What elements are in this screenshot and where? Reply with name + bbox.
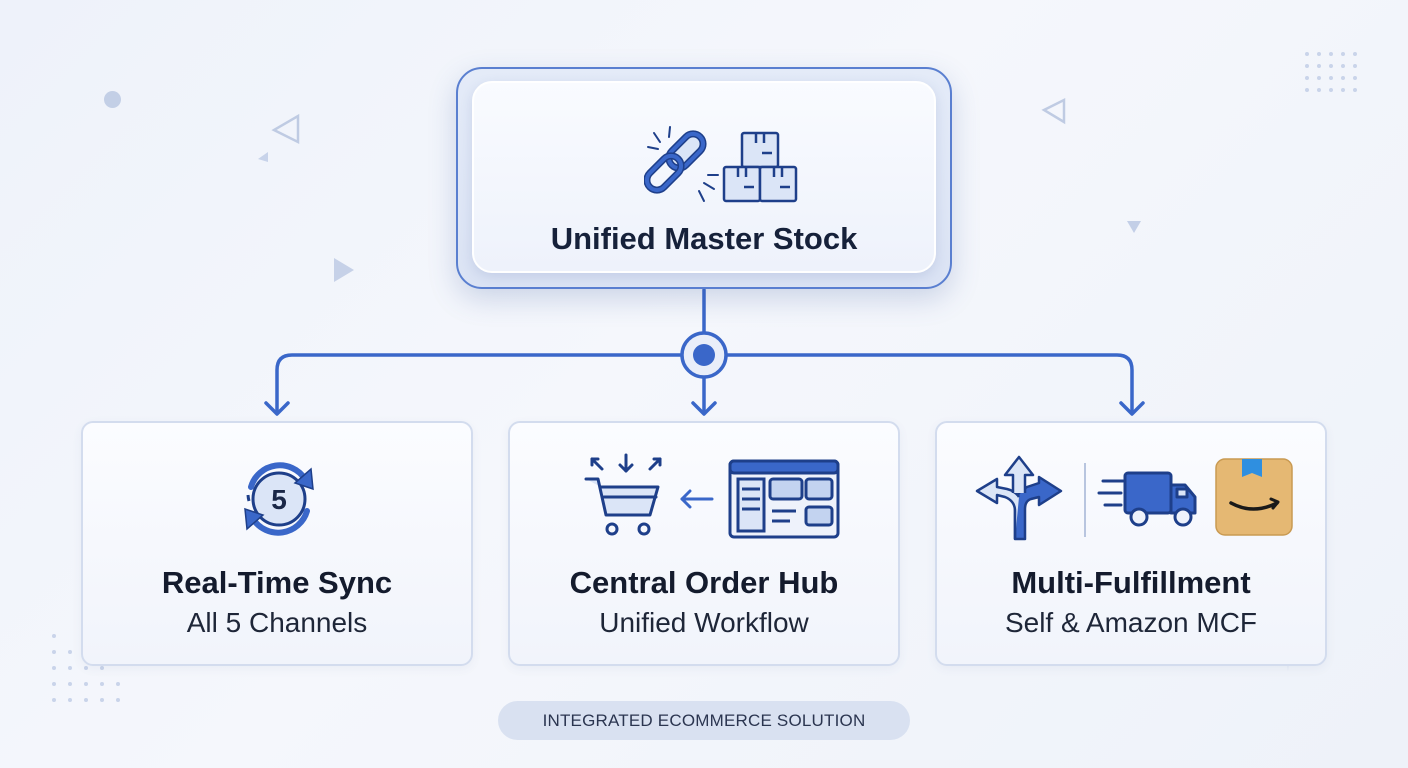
decorative-triangle-icon bbox=[258, 152, 268, 162]
card-subtitle: Unified Workflow bbox=[599, 607, 809, 638]
decorative-triangle-icon bbox=[334, 258, 354, 282]
shopping-cart-icon bbox=[584, 453, 662, 536]
decorative-triangle-icon bbox=[271, 113, 300, 145]
card-central-order-hub: Central Order Hub Unified Workflow bbox=[508, 421, 900, 666]
decorative-triangle-icon bbox=[1041, 97, 1066, 125]
stacked-boxes-icon bbox=[722, 131, 798, 203]
card-title: Central Order Hub bbox=[569, 565, 839, 600]
decorative-dot-grid bbox=[52, 634, 120, 702]
master-stock-inner-panel: Unified Master Stock bbox=[472, 81, 936, 273]
fulfillment-icons bbox=[975, 455, 1293, 541]
sync-cycle-icon: 5 bbox=[244, 462, 314, 536]
amazon-package-icon bbox=[1215, 458, 1293, 536]
decorative-dot-grid bbox=[1305, 52, 1357, 92]
delivery-truck-icon bbox=[1097, 471, 1197, 527]
footer-badge: INTEGRATED ECOMMERCE SOLUTION bbox=[498, 701, 910, 740]
link-icon bbox=[644, 126, 719, 202]
split-arrows-icon bbox=[975, 455, 1063, 541]
card-multi-fulfillment: Multi-Fulfillment Self & Amazon MCF bbox=[935, 421, 1327, 666]
master-stock-title: Unified Master Stock bbox=[550, 221, 858, 256]
master-stock-node: Unified Master Stock bbox=[456, 67, 952, 289]
master-icons bbox=[644, 126, 798, 203]
card-title: Real-Time Sync bbox=[161, 565, 393, 600]
card-subtitle: Self & Amazon MCF bbox=[1004, 607, 1258, 638]
dashboard-window-icon bbox=[728, 459, 840, 539]
decorative-triangle-icon bbox=[1127, 221, 1141, 233]
card-subtitle: All 5 Channels bbox=[186, 607, 368, 638]
arrow-left-icon bbox=[680, 489, 714, 509]
sync-channel-count: 5 bbox=[271, 484, 287, 515]
hub-node-icon bbox=[680, 331, 728, 379]
decorative-dot bbox=[104, 91, 121, 108]
card-real-time-sync: 5 Real-Time Sync All 5 Channels bbox=[81, 421, 473, 666]
card-title: Multi-Fulfillment bbox=[1011, 565, 1251, 600]
order-hub-icons bbox=[584, 453, 840, 539]
